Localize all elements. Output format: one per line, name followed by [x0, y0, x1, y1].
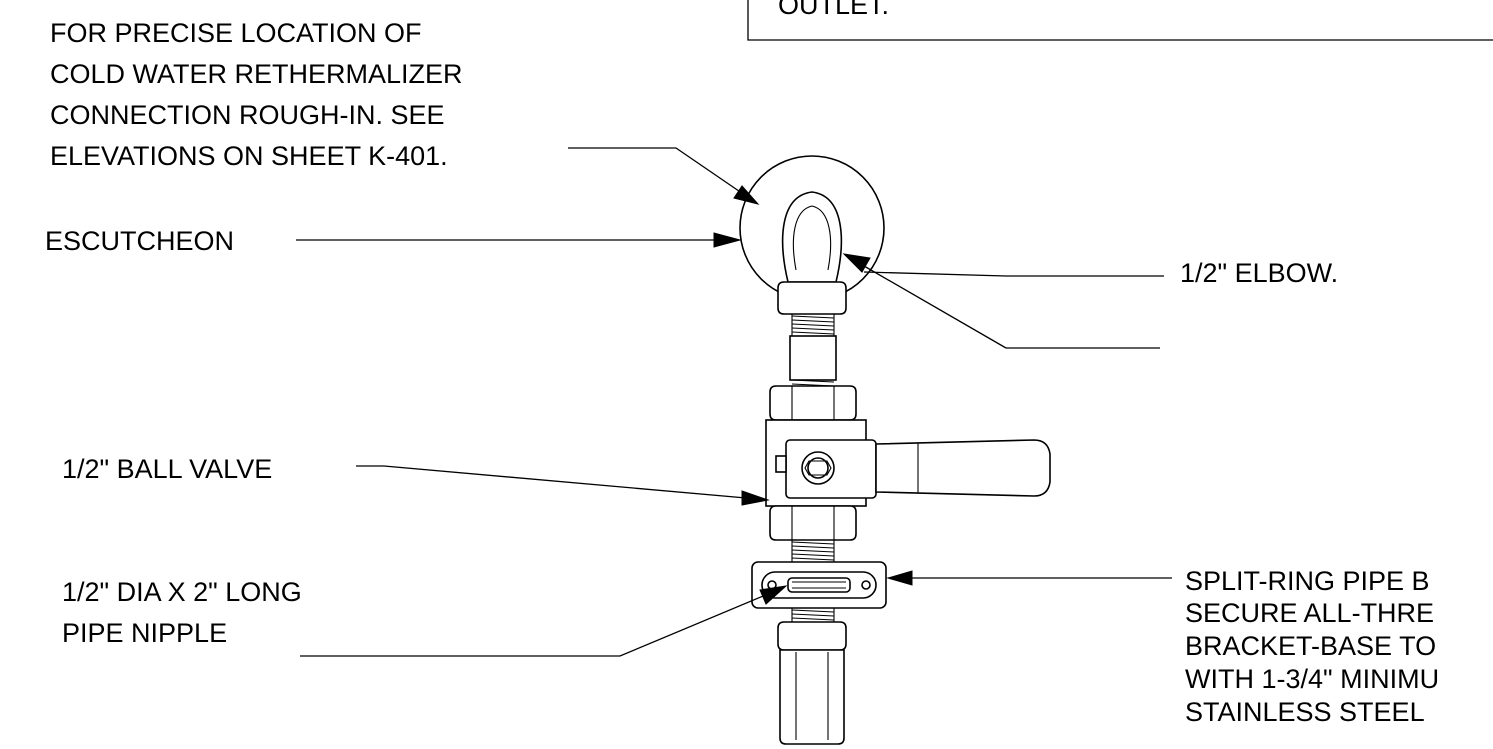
ball-valve-handle[interactable] — [875, 439, 1051, 497]
ball-valve-label: 1/2" BALL VALVE — [62, 454, 272, 484]
elbow — [777, 191, 847, 315]
location-note-line-4: ELEVATIONS ON SHEET K-401. — [50, 141, 448, 171]
upper-threads-2 — [791, 379, 835, 387]
split-ring-bracket — [751, 561, 887, 609]
elbow-leader — [842, 253, 1164, 349]
location-note-line-2: COLD WATER RETHERMALIZER — [50, 59, 463, 89]
top-note-box: OUTLET. — [747, 0, 1493, 41]
bracket-threads — [791, 608, 835, 622]
upper-hex-nut — [769, 385, 857, 421]
lower-hex-nut — [769, 505, 857, 541]
bracket-note: SPLIT-RING PIPE B SECURE ALL-THRE BRACKE… — [1185, 566, 1439, 727]
pipe-nipple-leader — [300, 585, 788, 657]
upper-threads — [791, 314, 835, 336]
bracket-note-line-5: STAINLESS STEEL — [1185, 697, 1425, 727]
location-note-line-3: CONNECTION ROUGH-IN. SEE — [50, 100, 445, 130]
bracket-leader — [886, 570, 1172, 586]
top-box-text: OUTLET. — [778, 0, 889, 20]
elbow-label: 1/2" ELBOW. — [1180, 258, 1338, 288]
pipe-nipple-line-1: 1/2" DIA X 2" LONG — [62, 577, 302, 607]
upper-nipple — [789, 335, 837, 381]
escutcheon-label: ESCUTCHEON — [45, 226, 234, 256]
escutcheon-leader — [296, 232, 742, 248]
pipe-nipple-line-2: PIPE NIPPLE — [62, 618, 227, 648]
lower-threads — [791, 540, 835, 562]
pipe-nipple-note: 1/2" DIA X 2" LONG PIPE NIPPLE — [62, 577, 302, 648]
bracket-note-line-2: SECURE ALL-THRE — [1185, 598, 1434, 628]
pipe-nipple — [777, 621, 847, 745]
location-leader — [568, 147, 760, 205]
bracket-note-line-1: SPLIT-RING PIPE B — [1185, 566, 1430, 596]
location-note-line-1: FOR PRECISE LOCATION OF — [50, 18, 422, 48]
location-note: FOR PRECISE LOCATION OF COLD WATER RETHE… — [50, 18, 463, 171]
bracket-note-line-3: BRACKET-BASE TO — [1185, 631, 1436, 661]
ball-valve-leader — [356, 465, 770, 506]
ball-valve-body — [765, 419, 877, 507]
bracket-note-line-4: WITH 1-3/4" MINIMU — [1185, 664, 1439, 694]
